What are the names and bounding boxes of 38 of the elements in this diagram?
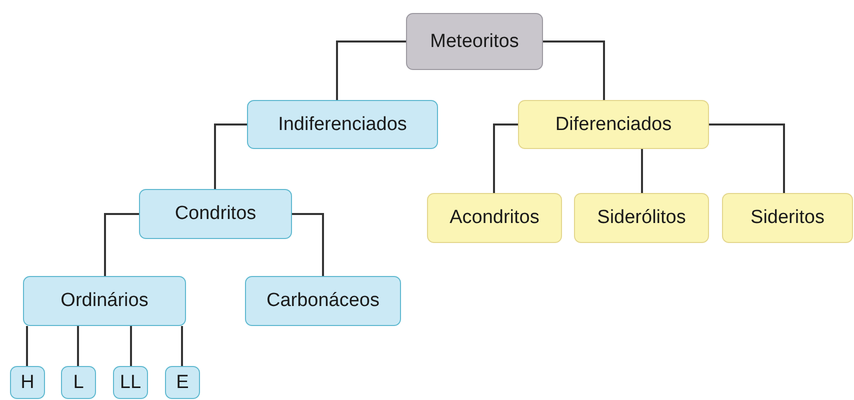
connector-line bbox=[543, 40, 605, 100]
category-box bbox=[10, 366, 45, 399]
connector-line bbox=[130, 326, 132, 366]
category-label: L bbox=[73, 372, 84, 394]
category-label: Carbonáceos bbox=[266, 290, 380, 312]
category-box bbox=[61, 366, 96, 399]
category-box bbox=[406, 13, 543, 70]
connector-line bbox=[641, 149, 643, 193]
category-box bbox=[247, 100, 438, 149]
connector-line bbox=[77, 326, 79, 366]
connector-line bbox=[709, 124, 785, 193]
category-box bbox=[518, 100, 709, 149]
connector-line bbox=[104, 213, 139, 276]
category-label: H bbox=[20, 372, 34, 394]
category-box bbox=[113, 366, 148, 399]
category-label: Condritos bbox=[174, 203, 256, 225]
category-label: Acondritos bbox=[450, 207, 540, 229]
category-label: Siderólitos bbox=[597, 207, 686, 229]
category-box bbox=[722, 193, 853, 243]
category-label: Meteoritos bbox=[430, 30, 519, 52]
category-box bbox=[23, 276, 186, 326]
category-label: Diferenciados bbox=[555, 114, 672, 136]
category-label: LL bbox=[120, 372, 142, 394]
connector-line bbox=[181, 326, 183, 366]
connector-line bbox=[26, 326, 28, 366]
category-box bbox=[165, 366, 200, 399]
category-box bbox=[139, 189, 292, 239]
category-box bbox=[427, 193, 562, 243]
category-label: Ordinários bbox=[60, 290, 148, 312]
category-label: Sideritos bbox=[750, 207, 824, 229]
category-label: Indiferenciados bbox=[278, 114, 407, 136]
category-label: E bbox=[176, 372, 189, 394]
connector-line bbox=[292, 213, 324, 276]
connector-line bbox=[336, 40, 406, 100]
connector-line bbox=[214, 124, 247, 189]
category-box bbox=[245, 276, 401, 326]
connector-line bbox=[493, 124, 518, 193]
category-box bbox=[574, 193, 709, 243]
